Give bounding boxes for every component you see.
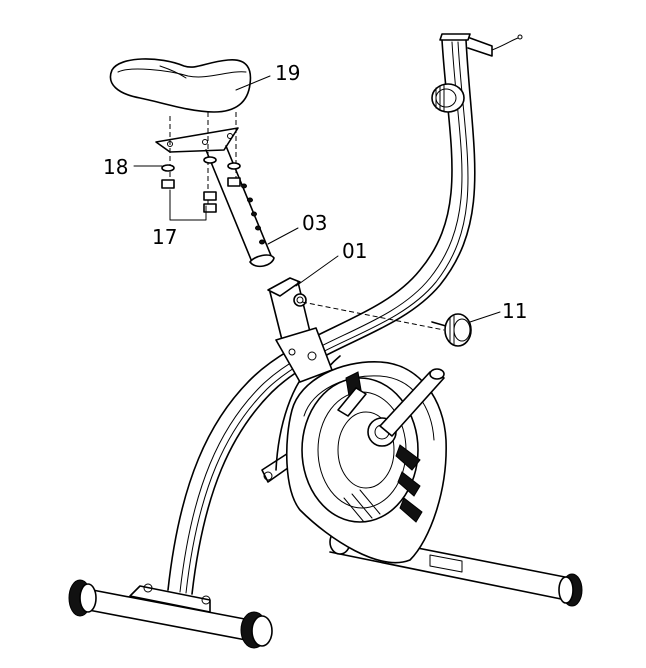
leader-lines — [133, 75, 501, 323]
flywheel-housing — [286, 361, 447, 564]
seat-tube-01 — [267, 277, 445, 383]
seat-post-03 — [205, 145, 275, 268]
label-washer: 18 — [103, 155, 128, 179]
crank-arms — [337, 368, 445, 437]
label-knob: 11 — [502, 299, 527, 323]
label-seat: 19 — [275, 61, 300, 85]
label-seat-post: 03 — [302, 211, 327, 235]
label-seat-tube: 01 — [342, 239, 367, 263]
adjustment-knob-11 — [431, 313, 472, 347]
front-stabilizer — [68, 579, 273, 649]
main-frame-tube — [167, 33, 523, 595]
washers-and-nuts — [161, 112, 241, 213]
seat-19 — [109, 58, 252, 153]
label-nut: 17 — [152, 225, 177, 249]
